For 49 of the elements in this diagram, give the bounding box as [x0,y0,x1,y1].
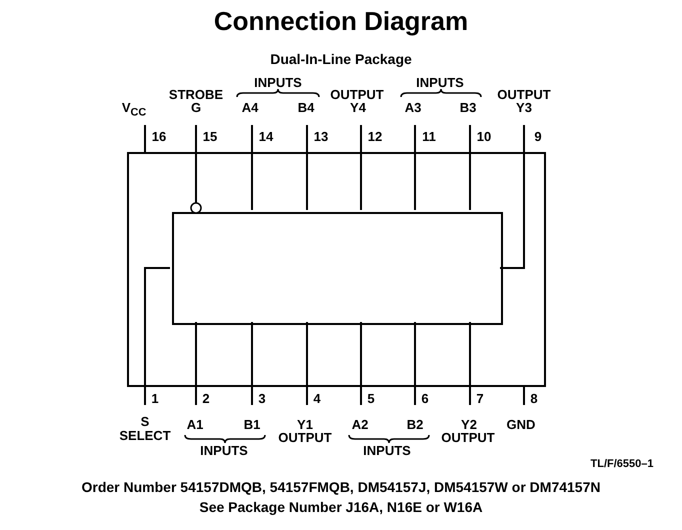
pin-number: 4 [313,392,321,405]
pin-group-label: SELECT [119,429,171,442]
pin-number: 13 [314,130,328,143]
pin-number: 15 [202,130,218,143]
pin-name: A2 [352,418,368,431]
pin-name: A3 [404,101,422,114]
pin-name: B3 [460,101,476,114]
pin-name: S [140,415,150,428]
pin-number: 3 [258,392,266,405]
pin-number: 10 [476,130,492,143]
pin-number: 12 [368,130,382,143]
pin-name: Y2 [461,418,477,431]
order-note: See Package Number J16A, N16E or W16A [199,500,483,514]
order-note: Order Number 54157DMQB, 54157FMQB, DM54157J, DM54157W or DM74157N [82,480,600,494]
chip-body [172,212,503,325]
pin-name: A4 [242,101,258,114]
pin-group-label: INPUTS [254,76,302,89]
pin-name: Y3 [516,101,532,114]
pin-group-label: OUTPUT [278,431,332,444]
pin-name: V$_{CC}$ [122,101,146,118]
pin-name: Y1 [297,418,313,431]
pin-group-label: INPUTS [363,444,411,457]
pin-group-label: INPUTS [416,76,464,89]
pin-number: 16 [152,130,166,143]
pin-name: G [190,101,202,114]
pin-number: 11 [422,130,436,143]
pin-group-label: OUTPUT [441,431,495,444]
pin-name: A1 [186,418,204,431]
pin-number: 1 [151,392,159,405]
pin-number: 8 [530,392,538,405]
pin-group-label: STROBE [168,88,224,101]
figure-code: TL/F/6550–1 [590,459,654,470]
subtitle: Dual-In-Line Package [270,52,412,66]
pin-group-label: OUTPUT [330,88,384,101]
pin-number: 9 [534,130,542,143]
pin-number: 7 [476,392,484,405]
pin-name: B4 [298,101,314,114]
pin-name: GND [506,418,536,431]
pin-number: 6 [421,392,429,405]
pin-name: B1 [244,418,260,431]
pin-number: 5 [367,392,375,405]
pin-group-label: INPUTS [200,444,248,457]
pin-name: Y4 [350,101,366,114]
pin-number: 2 [202,392,210,405]
pin-group-label: OUTPUT [497,88,551,101]
diagram-title: Connection Diagram [214,8,468,34]
pin-number: 14 [258,130,274,143]
package-outline [127,152,546,387]
pin-name: B2 [406,418,424,431]
